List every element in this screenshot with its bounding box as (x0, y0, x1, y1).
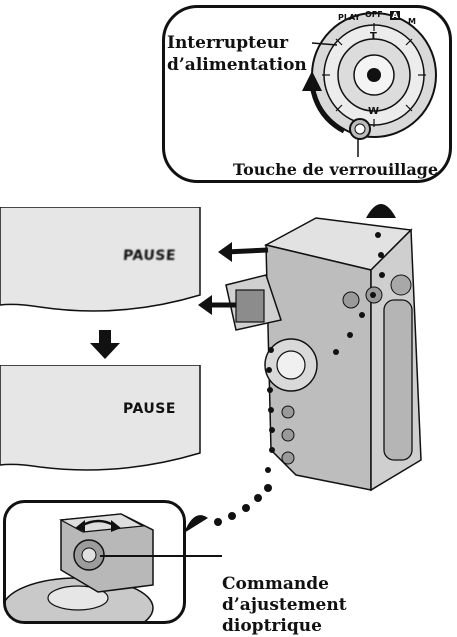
pause-text-blurred: PAUSE (122, 248, 176, 264)
dial-label-play: PLAY (338, 13, 360, 22)
dial-label-off: OFF (365, 10, 383, 19)
down-arrow-icon (88, 330, 122, 360)
dial-label-tele: T (370, 31, 377, 42)
dial-label-auto: A (390, 11, 400, 20)
camcorder-icon (196, 190, 457, 510)
dial-label-manual: M (408, 17, 416, 26)
diopter-inset (3, 500, 186, 624)
dial-label-wide: W (368, 106, 379, 117)
diopter-leader-dots (180, 478, 280, 538)
diopter-leader-line (100, 555, 222, 557)
camcorder-illustration (196, 190, 457, 510)
lock-button-callout: Touche de verrouillage (233, 160, 449, 180)
diopter-knob-icon (3, 500, 186, 624)
pause-text-sharp: PAUSE (123, 401, 176, 417)
diopter-control-callout: Commande d’ajustement dioptrique (222, 574, 454, 637)
viewfinder-screen-blurred: PAUSE (0, 207, 207, 317)
viewfinder-screen-sharp: PAUSE (0, 365, 207, 477)
power-switch-callout: Interrupteur d’alimentation (167, 32, 317, 76)
